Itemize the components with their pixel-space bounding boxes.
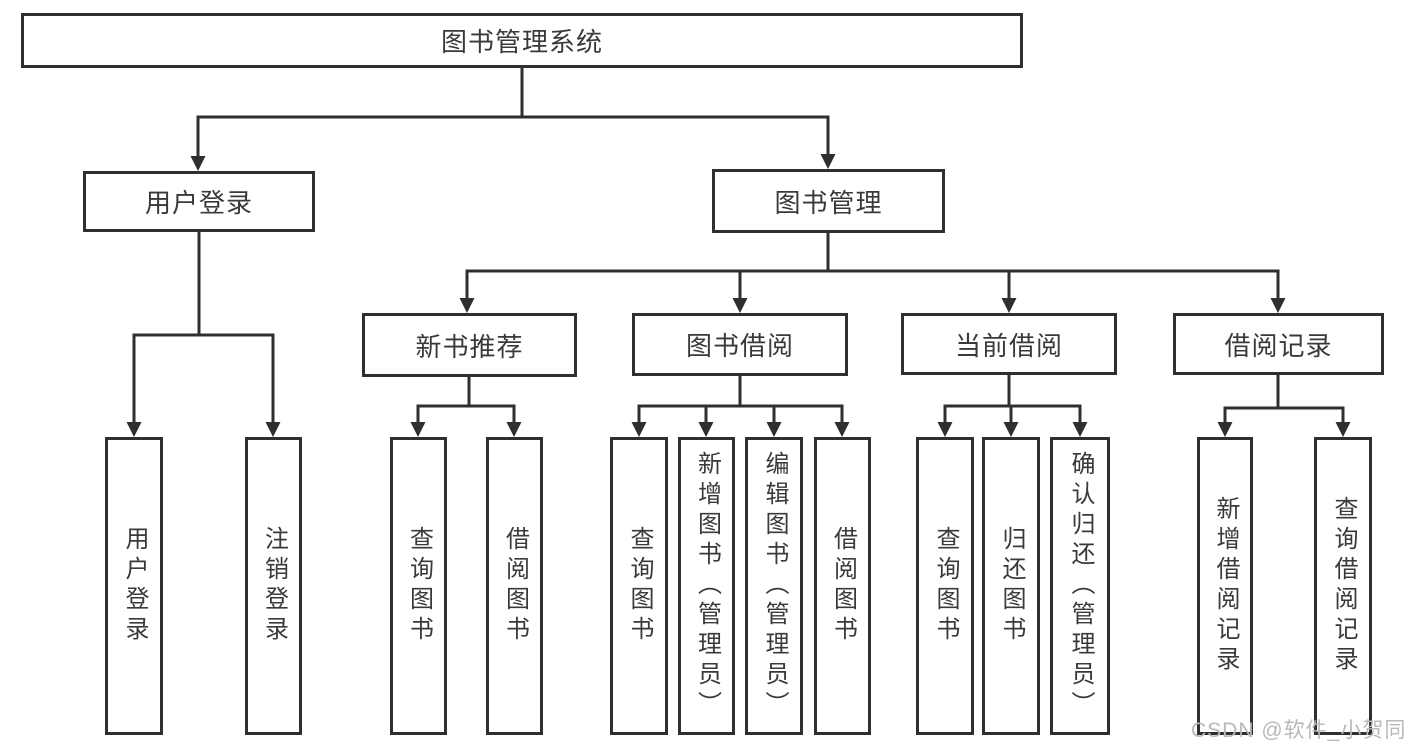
node-new-book-recommendation: 新书推荐 [362,313,577,377]
node-book-management-label: 图书管理 [774,187,883,218]
leaf-add-borrow-record-label: 新增借阅记录 [1212,496,1239,676]
leaf-borrow-books-label: 借阅图书 [829,526,857,646]
node-user-login-label: 用户登录 [144,188,253,218]
csdn-watermark: CSDN @软件_小贺同学 [1191,719,1405,742]
leaf-confirm-return-admin: 确认归还（管理员） [1050,437,1110,735]
node-book-borrowing-label: 图书借阅 [685,331,794,361]
node-current-borrowing: 当前借阅 [901,313,1117,375]
leaf-add-books-admin-label: 新增图书（管理员） [693,451,721,721]
node-new-book-recommendation-label: 新书推荐 [415,331,524,362]
leaf-query-borrow-record-label: 查询借阅记录 [1330,496,1357,676]
leaf-user-login: 用户登录 [105,437,163,735]
node-borrowing-records-label: 借阅记录 [1224,330,1333,361]
node-current-borrowing-label: 当前借阅 [954,330,1063,361]
leaf-query-borrow-record: 查询借阅记录 [1314,437,1372,735]
node-book-borrowing: 图书借阅 [632,313,848,376]
leaf-logout: 注销登录 [245,437,302,735]
node-user-login: 用户登录 [83,171,315,232]
node-book-management: 图书管理 [712,169,945,233]
leaf-return-books: 归还图书 [982,437,1040,735]
leaf-return-books-label: 归还图书 [998,526,1025,646]
node-library-system: 图书管理系统 [21,13,1023,68]
connector-lines [126,68,1351,437]
leaf-query-books-borrow: 查询图书 [610,437,668,735]
leaf-confirm-return-admin-label: 确认归还（管理员） [1067,451,1094,721]
node-borrowing-records: 借阅记录 [1173,313,1384,375]
leaf-query-books-current-label: 查询图书 [932,526,959,646]
node-library-system-label: 图书管理系统 [440,27,603,57]
leaf-query-books-current: 查询图书 [916,437,974,735]
leaf-add-books-admin: 新增图书（管理员） [678,437,735,735]
leaf-edit-books-admin-label: 编辑图书（管理员） [761,451,788,721]
leaf-add-borrow-record: 新增借阅记录 [1197,437,1253,735]
leaf-borrow-books: 借阅图书 [814,437,871,735]
leaf-borrow-books-recommend: 借阅图书 [486,437,543,735]
leaf-query-books-recommend-label: 查询图书 [405,526,433,646]
leaf-user-login-label: 用户登录 [121,526,148,646]
leaf-edit-books-admin: 编辑图书（管理员） [745,437,803,735]
leaf-query-books-recommend: 查询图书 [390,437,447,735]
leaf-logout-label: 注销登录 [260,526,288,646]
leaf-borrow-books-recommend-label: 借阅图书 [501,526,529,646]
leaf-query-books-borrow-label: 查询图书 [626,526,653,646]
